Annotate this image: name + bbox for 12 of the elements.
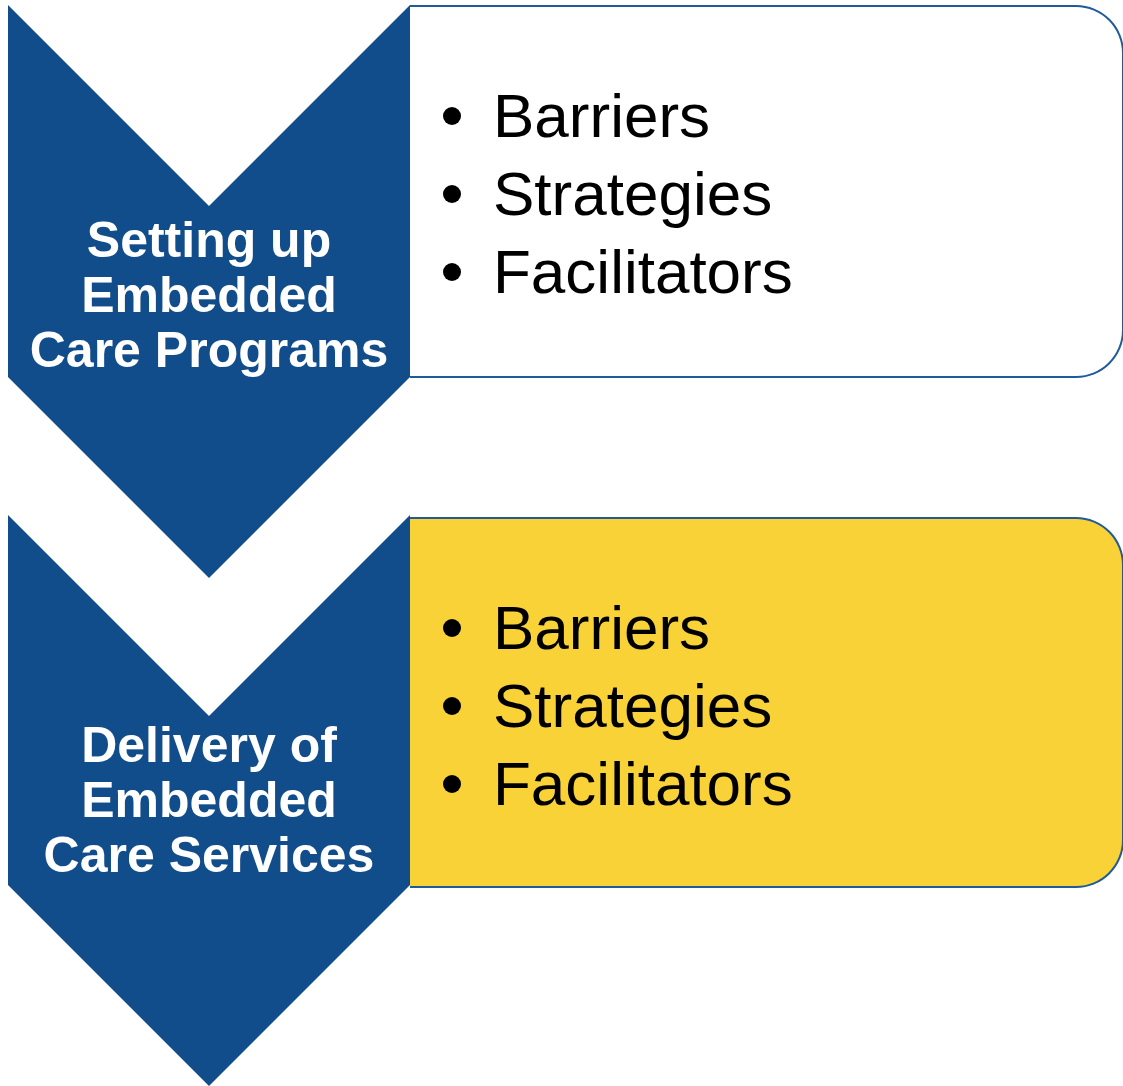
content-panel <box>410 517 1123 888</box>
list-text: Strategies <box>493 670 773 742</box>
step-title: Setting up Embedded Care Programs <box>28 213 390 378</box>
chevron-banner <box>8 5 410 578</box>
list-text: Strategies <box>493 158 773 230</box>
chevron-banner <box>8 515 410 1086</box>
list-text: Facilitators <box>493 236 793 308</box>
list-text: Facilitators <box>493 748 793 820</box>
list-text: Barriers <box>493 80 711 152</box>
step-title: Delivery of Embedded Care Services <box>42 718 376 883</box>
list-text: Barriers <box>493 592 711 664</box>
content-panel <box>410 5 1123 378</box>
